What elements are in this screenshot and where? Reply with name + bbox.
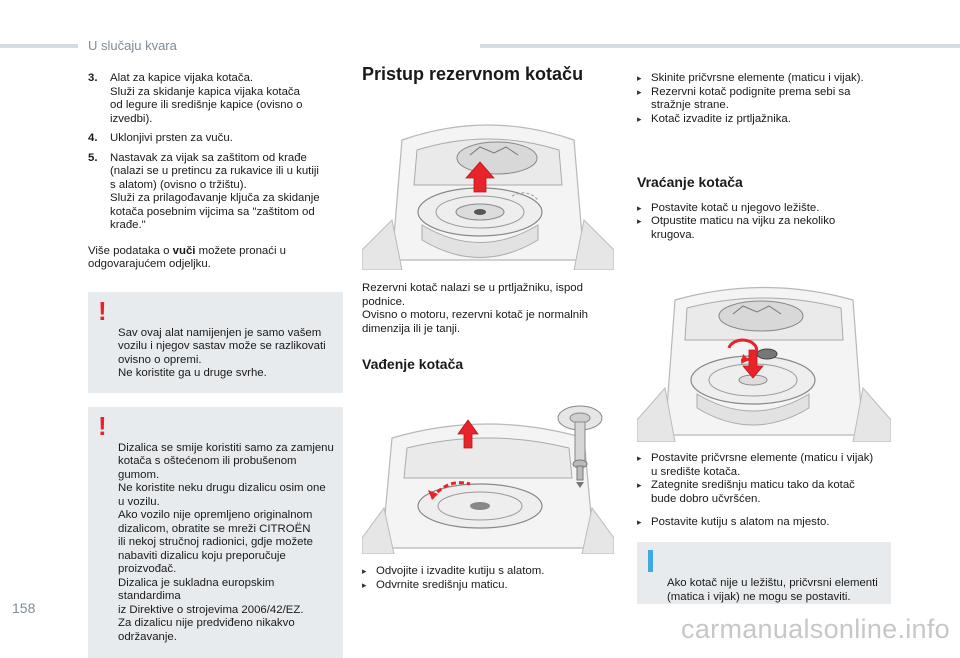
- subheading-refitting: Vraćanje kotača: [637, 176, 893, 190]
- bullet-text: Rezervni kotač podignite prema sebi sa s…: [651, 86, 850, 113]
- warning-icon: !: [98, 298, 107, 324]
- list-item: ▸Odvojite i izvadite kutiju s alatom.: [362, 565, 620, 579]
- column-right-lower: ▸Postavite pričvrsne elemente (maticu i …: [637, 452, 895, 530]
- list-item: 4. Uklonjivi prsten za vuču.: [88, 132, 343, 146]
- page-number: 158: [12, 600, 35, 616]
- refit-wheel-illustration: [637, 270, 891, 442]
- bullet-text: Postavite pričvrsne elemente (maticu i v…: [651, 452, 873, 479]
- item-number: 5.: [88, 152, 110, 233]
- arrow-bullet-icon: ▸: [637, 72, 651, 86]
- watermark: carmanualsonline.info: [681, 614, 950, 645]
- arrow-bullet-icon: ▸: [637, 86, 651, 113]
- item-text: Nastavak za vijak sa zaštitom od krađe (…: [110, 152, 320, 233]
- arrow-bullet-icon: ▸: [637, 452, 651, 479]
- spare-wheel-location-illustration: [362, 100, 614, 270]
- warning-box-jack: ! Dizalica se smije koristiti samo za za…: [88, 407, 343, 658]
- column-right: ▸Skinite pričvrsne elemente (maticu i vi…: [637, 72, 893, 242]
- bullet-text: Odvrnite središnju maticu.: [376, 579, 508, 593]
- item-number: 4.: [88, 132, 110, 146]
- arrow-bullet-icon: ▸: [637, 202, 651, 216]
- list-item: ▸Skinite pričvrsne elemente (maticu i vi…: [637, 72, 893, 86]
- item-number: 3.: [88, 72, 110, 126]
- list-item: ▸Odvrnite središnju maticu.: [362, 579, 620, 593]
- list-item: ▸Rezervni kotač podignite prema sebi sa …: [637, 86, 893, 113]
- info-box: Ako kotač nije u ležištu, pričvrsni elem…: [637, 542, 891, 604]
- bullet-text: Postavite kutiju s alatom na mjesto.: [651, 516, 830, 530]
- remove-wheel-illustration: [362, 388, 614, 554]
- arrow-bullet-icon: ▸: [637, 479, 651, 506]
- trunk-illustration-3: [637, 270, 891, 442]
- info-icon: [648, 550, 653, 572]
- list-item: ▸Postavite kutiju s alatom na mjesto.: [637, 516, 895, 530]
- bullet-text: Odvojite i izvadite kutiju s alatom.: [376, 565, 544, 579]
- warning-icon: !: [98, 413, 107, 439]
- bullet-text: Skinite pričvrsne elemente (maticu i vij…: [651, 72, 864, 86]
- list-item: ▸Otpustite maticu na vijku za nekoliko k…: [637, 215, 893, 242]
- list-item: ▸Postavite pričvrsne elemente (maticu i …: [637, 452, 895, 479]
- item-text: Uklonjivi prsten za vuču.: [110, 132, 233, 146]
- arrow-bullet-icon: ▸: [637, 215, 651, 242]
- subheading-removing: Vađenje kotača: [362, 358, 620, 372]
- bullet-text: Otpustite maticu na vijku za nekoliko kr…: [651, 215, 835, 242]
- more-info-link-word: vuči: [173, 245, 196, 257]
- more-info-prefix: Više podataka o: [88, 245, 173, 257]
- header-bar-right: [480, 44, 960, 48]
- trunk-illustration-1: [362, 100, 614, 270]
- bullet-text: Postavite kotač u njegovo ležište.: [651, 202, 819, 216]
- list-item: ▸Zategnite središnju maticu tako da kota…: [637, 479, 895, 506]
- arrow-bullet-icon: ▸: [362, 579, 376, 593]
- section-heading: Pristup rezervnom kotaču: [362, 68, 620, 82]
- bullet-text: Kotač izvadite iz prtljažnika.: [651, 113, 791, 127]
- column-middle-bullets: ▸Odvojite i izvadite kutiju s alatom. ▸O…: [362, 565, 620, 592]
- list-item: ▸Postavite kotač u njegovo ležište.: [637, 202, 893, 216]
- bullet-text: Zategnite središnju maticu tako da kotač…: [651, 479, 855, 506]
- list-item: 3. Alat za kapice vijaka kotača. Služi z…: [88, 72, 343, 126]
- warning-text: Sav ovaj alat namijenjen je samo vašem v…: [118, 327, 326, 380]
- list-item: ▸Kotač izvadite iz prtljažnika.: [637, 113, 893, 127]
- arrow-bullet-icon: ▸: [362, 565, 376, 579]
- warning-box-tools: ! Sav ovaj alat namijenjen je samo vašem…: [88, 292, 343, 393]
- column-middle: Pristup rezervnom kotaču: [362, 68, 620, 82]
- arrow-bullet-icon: ▸: [637, 516, 651, 530]
- section-title: U slučaju kvara: [88, 38, 177, 53]
- list-item: 5. Nastavak za vijak sa zaštitom od krađ…: [88, 152, 343, 233]
- item-text: Alat za kapice vijaka kotača. Služi za s…: [110, 72, 302, 126]
- warning-text: Dizalica se smije koristiti samo za zamj…: [118, 442, 334, 643]
- column-left: 3. Alat za kapice vijaka kotača. Služi z…: [88, 72, 343, 658]
- intro-paragraph: Rezervni kotač nalazi se u prtljažniku, …: [362, 282, 620, 336]
- column-middle-body: Rezervni kotač nalazi se u prtljažniku, …: [362, 282, 620, 372]
- header-bar-left: [0, 44, 78, 48]
- info-text: Ako kotač nije u ležištu, pričvrsni elem…: [667, 577, 878, 603]
- arrow-bullet-icon: ▸: [637, 113, 651, 127]
- more-info-paragraph: Više podataka o vuči možete pronaći u od…: [88, 245, 343, 272]
- trunk-illustration-2: [362, 388, 614, 554]
